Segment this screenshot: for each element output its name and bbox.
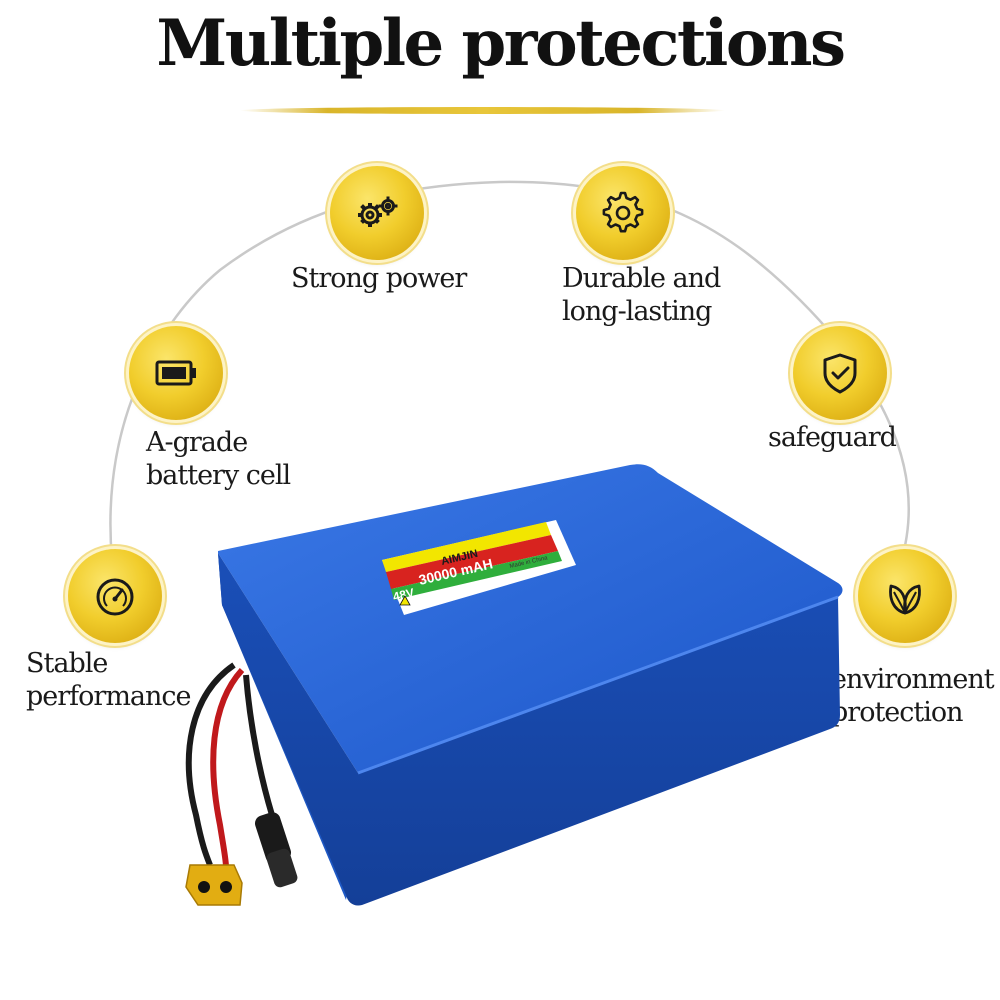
durable-label: Durable and long-lasting bbox=[562, 262, 721, 328]
environment-label: environment protection bbox=[831, 663, 995, 729]
stable-performance-line-1: Stable bbox=[26, 648, 108, 679]
gears-icon bbox=[358, 196, 398, 227]
battery-cell-badge bbox=[129, 326, 223, 420]
gauge-icon bbox=[96, 578, 134, 616]
durable-line-1: Durable and bbox=[562, 263, 721, 294]
safeguard-label: safeguard bbox=[768, 421, 897, 454]
page-title: Multiple protections bbox=[156, 6, 846, 81]
gear-icon bbox=[602, 191, 644, 233]
battery-cell-line-1: A-grade bbox=[146, 427, 248, 458]
durable-line-2: long-lasting bbox=[562, 296, 712, 327]
durable-badge bbox=[576, 166, 670, 260]
safeguard-line-1: safeguard bbox=[768, 422, 897, 453]
warning-icon bbox=[399, 595, 411, 606]
stable-performance-label: Stable performance bbox=[26, 647, 192, 713]
safeguard-badge bbox=[793, 326, 887, 420]
strong-power-line-1: Strong power bbox=[291, 263, 467, 294]
stable-performance-badge bbox=[68, 549, 162, 643]
stable-performance-line-2: performance bbox=[26, 681, 192, 712]
environment-badge bbox=[858, 549, 952, 643]
battery-cell-label: A-grade battery cell bbox=[146, 426, 291, 492]
strong-power-badge bbox=[330, 166, 424, 260]
environment-line-1: environment bbox=[831, 664, 995, 695]
dc-connector bbox=[254, 812, 298, 888]
battery-pack-image: AIMJIN 30000 mAH 48V Made in China bbox=[185, 464, 843, 906]
battery-voltage: 48V bbox=[392, 585, 416, 603]
battery-cell-line-2: battery cell bbox=[146, 460, 291, 491]
battery-cables bbox=[185, 662, 275, 868]
title-underline bbox=[240, 107, 725, 114]
shield-check-icon bbox=[823, 353, 857, 394]
battery-icon bbox=[155, 360, 196, 386]
battery-label-sticker: AIMJIN 30000 mAH 48V Made in China bbox=[382, 520, 576, 615]
strong-power-label: Strong power bbox=[291, 262, 467, 295]
leaf-icon bbox=[889, 584, 921, 615]
environment-line-2: protection bbox=[831, 697, 964, 728]
xt60-connector bbox=[185, 864, 243, 906]
